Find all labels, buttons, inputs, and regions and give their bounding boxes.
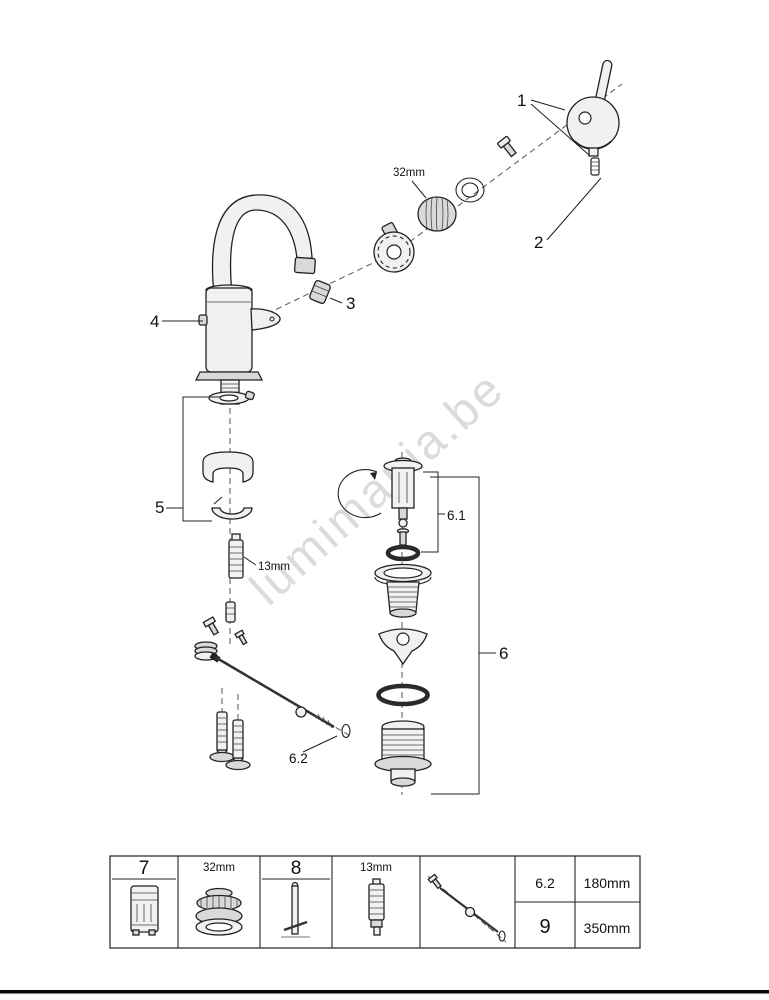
table-label-32mm: 32mm [203,862,235,874]
watermark: lumimania.be [240,361,514,615]
dim-13mm-label: 13mm [258,561,290,573]
faucet-body [194,194,316,405]
drain-o-ring [376,683,430,707]
aerator [293,256,316,275]
plug-screw [396,528,410,546]
nut-thumbnail [195,887,243,936]
escutcheon-ring [455,177,485,203]
cartridge-thumbnail [130,885,159,936]
drain-top-flange [374,563,432,618]
small-screw-a [202,616,220,636]
table-cell-7: 7 [112,858,176,936]
table-label-13mm: 13mm [360,862,392,874]
cartridge [373,222,415,273]
table-cell-8: 8 [262,858,330,938]
faucet-lever [250,308,281,331]
rotate-arrow [337,469,382,519]
drain-plug [383,457,423,528]
table-label-7: 7 [139,858,150,879]
spec-length-350: 350mm [584,920,631,936]
mounting-saddle [202,451,254,483]
handle-screw [497,135,517,158]
spec-length-180: 180mm [584,875,631,891]
table-cell-rod [427,873,507,943]
drain-assembly: 6.1 6 [337,457,508,795]
stud-thumbnail [368,878,385,936]
callout-1: 1 [517,91,526,110]
callout-3: 3 [346,294,355,313]
table-cell-specs: 6.2 180mm 9 350mm [515,856,640,948]
cartridge-nut-32mm [417,196,457,232]
plug-o-ring [385,544,421,562]
table-cell-32mm: 32mm [195,862,243,936]
small-screw-b [234,629,248,646]
bottom-rule [0,990,769,994]
handle-spring [590,157,600,176]
mounting-stud-13mm [228,533,244,579]
table-label-8: 8 [291,858,302,879]
popup-rod [209,652,335,729]
rod-end-ring [341,723,351,739]
toggle-stud-thumbnail [281,881,310,938]
callout-4: 4 [150,312,159,331]
drain-clamp-fork [378,628,428,666]
dim-32mm-label: 32mm [393,167,425,179]
nozzle-sleeve [309,279,331,305]
mounting-group: 5 13mm [155,390,290,623]
callout-6: 6 [499,644,508,663]
callout-5: 5 [155,498,164,517]
stud-foot-b [225,719,251,771]
horseshoe-washer [211,496,253,520]
handle-body [566,96,620,150]
base-gasket [208,390,255,405]
mounting-pin [225,601,236,623]
spec-ref-62: 6.2 [535,875,555,891]
popup-rod-group: 6.2 [194,616,351,771]
callout-6-2: 6.2 [289,751,308,766]
rod-thumbnail [427,873,506,942]
callout-6-1: 6.1 [447,508,466,523]
handle-assembly [497,59,620,176]
cartridge-assembly [309,177,485,305]
drain-body [374,720,432,787]
table-cell-13mm: 13mm [360,862,392,936]
callout-2: 2 [534,233,543,252]
stud-foot-a [209,711,235,763]
parts-table: 7 32mm 8 [109,855,641,949]
spec-ref-9: 9 [539,916,550,938]
